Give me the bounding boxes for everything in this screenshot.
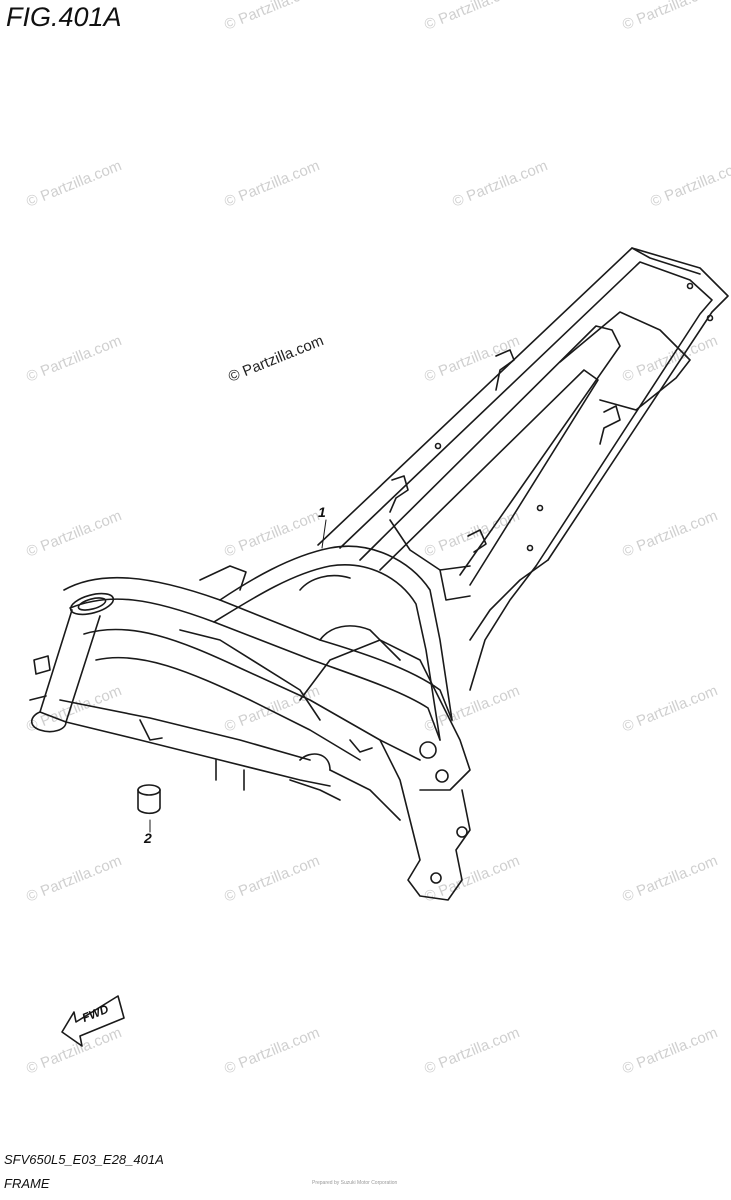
mount-hole xyxy=(434,442,442,450)
seat-rail-subframe xyxy=(317,247,729,691)
collar-part xyxy=(137,784,161,815)
mount-hole xyxy=(526,544,534,552)
steering-head xyxy=(29,592,115,733)
main-tubes xyxy=(63,545,453,761)
fwd-arrow xyxy=(61,995,125,1047)
pivot-hole xyxy=(419,741,437,759)
mount-hole xyxy=(706,314,714,322)
figure-code: SFV650L5_E03_E28_401A xyxy=(4,1152,164,1167)
figure-title: FIG.401A xyxy=(6,2,122,32)
callout-label-1: 1 xyxy=(318,504,326,520)
callout-leader-1 xyxy=(321,519,327,549)
pivot-hole xyxy=(456,826,468,838)
pivot-hole xyxy=(430,872,442,884)
callout-label-2: 2 xyxy=(144,830,152,846)
credit-text: Prepared by Suzuki Motor Corporation xyxy=(312,1180,398,1186)
figure-name: FRAME xyxy=(4,1176,50,1191)
mount-hole xyxy=(686,282,694,290)
lower-rails xyxy=(59,699,331,787)
pivot-hole xyxy=(435,769,449,783)
mount-hole xyxy=(536,504,544,512)
swingarm-pivot xyxy=(139,519,471,901)
